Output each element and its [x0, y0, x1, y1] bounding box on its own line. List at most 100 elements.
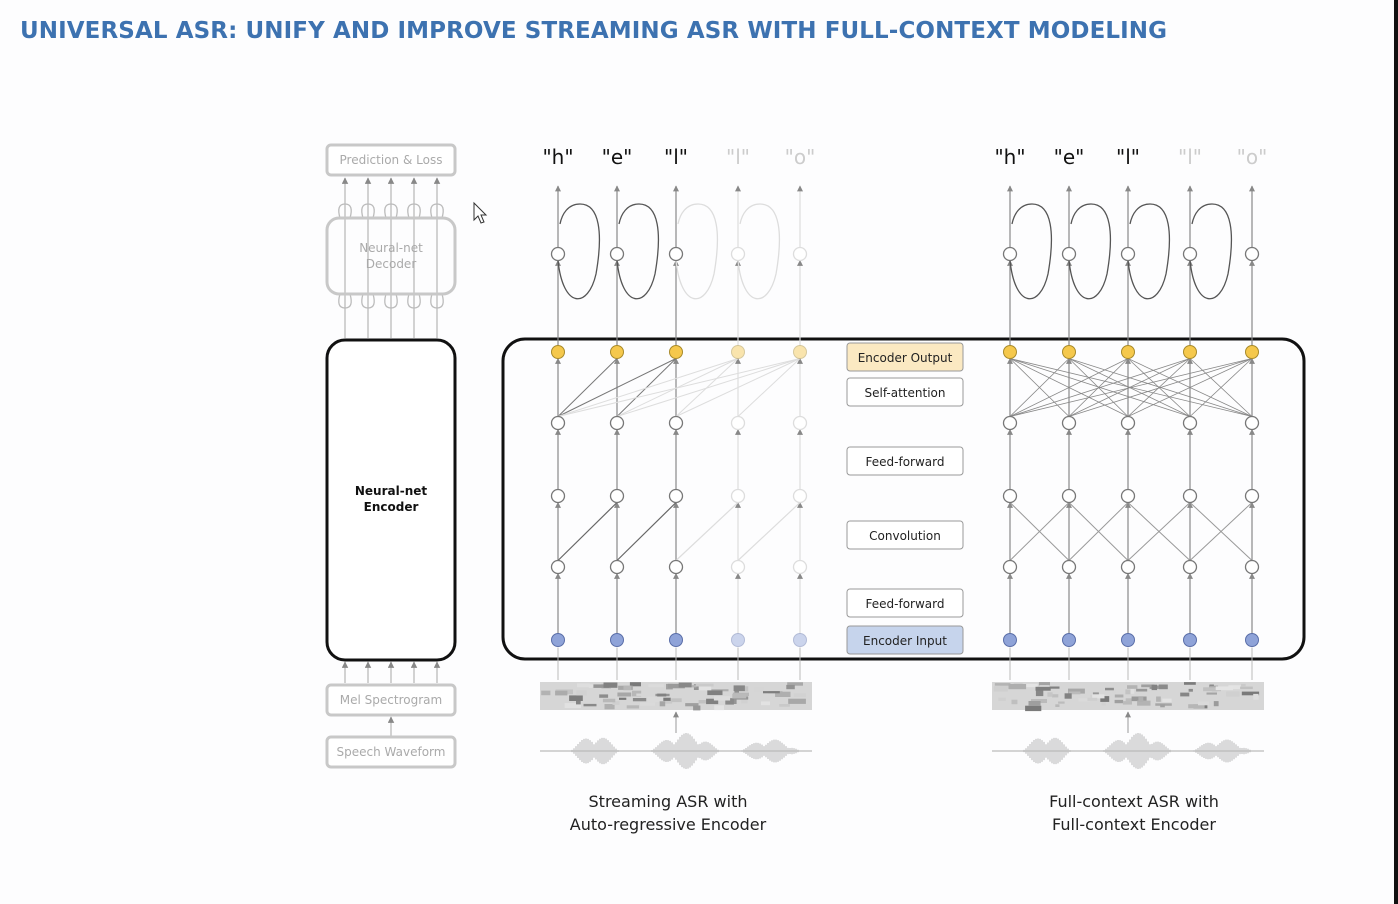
hidden-node — [609, 488, 625, 504]
encoder-frame — [501, 337, 1306, 661]
spectrogram-band — [741, 697, 748, 704]
attention-edge — [1009, 358, 1129, 417]
decoder-box — [325, 216, 457, 296]
hidden-node — [668, 559, 684, 575]
encoder-input-box — [846, 625, 964, 655]
attention-edge — [1127, 358, 1253, 417]
spectrogram-band — [648, 684, 664, 688]
spectrogram-band — [617, 692, 632, 697]
spectrogram-band — [632, 698, 647, 702]
output-token: "h" — [994, 145, 1025, 169]
hidden-node — [1002, 488, 1018, 504]
spectrogram-band — [706, 698, 719, 705]
encoder-input-node — [793, 633, 807, 647]
hidden-node — [1182, 415, 1198, 431]
encoder-input-label: Encoder Input — [863, 634, 947, 648]
spectrogram-band — [623, 685, 632, 691]
hidden-node — [1182, 246, 1198, 262]
hidden-node — [1244, 488, 1260, 504]
spectrogram-band — [604, 704, 615, 710]
spectrogram-band — [1213, 701, 1219, 707]
spectrogram-band — [612, 701, 620, 705]
spectrogram-band — [1206, 692, 1217, 695]
decoder-loop — [430, 203, 444, 219]
feed-forward-top-box — [846, 446, 964, 476]
prediction-loss-box — [325, 143, 457, 177]
slide-title: UNIVERSAL ASR: UNIFY AND IMPROVE STREAMI… — [20, 18, 1168, 44]
attention-edge — [557, 358, 739, 417]
attention-edge — [1009, 358, 1191, 417]
encoder-label-line1: Neural-net — [355, 484, 428, 498]
decoder-loop — [338, 293, 352, 309]
spectrogram-band — [1127, 688, 1135, 694]
hidden-node — [550, 415, 566, 431]
encoder-input-node — [610, 633, 624, 647]
prediction-loss-label: Prediction & Loss — [340, 153, 443, 167]
spectrogram-band — [583, 703, 597, 707]
mel-box — [325, 683, 457, 717]
hidden-node — [550, 246, 566, 262]
fullcontext-caption-line1: Full-context ASR with — [1049, 792, 1219, 811]
encoder-output-node — [731, 345, 745, 359]
spectrogram-band — [1035, 690, 1044, 697]
spectrogram-band — [1156, 696, 1161, 702]
hidden-node — [1002, 415, 1018, 431]
spectrogram-band — [1022, 683, 1038, 688]
spectrogram-band — [1068, 691, 1081, 695]
attention-edge — [557, 358, 801, 417]
hidden-node — [668, 488, 684, 504]
spectrogram-band — [695, 683, 714, 687]
self-attention-box — [846, 377, 964, 407]
spectrogram-band — [1228, 685, 1241, 690]
spectrogram-band — [626, 705, 640, 709]
hidden-node — [1002, 246, 1018, 262]
spectrogram-band — [998, 697, 1006, 702]
spectrogram-band — [1198, 701, 1210, 706]
hidden-node — [1002, 559, 1018, 575]
spectrogram-band — [691, 685, 697, 688]
spectrogram-band — [1011, 699, 1018, 705]
spectrogram-band — [1127, 685, 1138, 689]
spectrogram-band — [787, 682, 803, 686]
spectrogram-band — [1087, 697, 1098, 701]
hidden-node — [792, 415, 808, 431]
spectrogram-band — [1028, 701, 1041, 706]
spectrogram-band — [640, 702, 656, 706]
attention-edge — [1009, 358, 1070, 417]
spectrogram-band — [1064, 693, 1072, 699]
encoder-input-node — [731, 633, 745, 647]
spectrogram-band — [1151, 684, 1158, 691]
spectrogram-band — [1092, 694, 1105, 699]
hidden-node — [1120, 488, 1136, 504]
hidden-node — [609, 246, 625, 262]
hidden-node — [730, 488, 746, 504]
output-token: "l" — [1116, 145, 1140, 169]
convolution-label: Convolution — [869, 529, 941, 543]
spectrogram-band — [685, 703, 699, 707]
spectrogram-band — [1114, 699, 1124, 704]
spectrogram-band — [603, 682, 618, 688]
spectrogram-band — [577, 683, 590, 688]
spectrogram-band — [1188, 688, 1193, 692]
spectrogram-band — [711, 689, 729, 692]
encoder-output-node — [610, 345, 624, 359]
spectrogram-band — [1138, 697, 1144, 702]
spectrogram-band — [599, 694, 609, 698]
decoder-loop-edge — [557, 203, 601, 300]
attention-edge — [1068, 358, 1129, 417]
spectrogram-band — [592, 684, 610, 688]
encoder-input-node — [669, 633, 683, 647]
conv-edge — [675, 502, 739, 561]
spectrogram-band — [1105, 687, 1114, 691]
spectrogram-band — [647, 696, 664, 703]
decoder-loop — [361, 293, 375, 309]
spectrogram-band — [659, 701, 666, 707]
encoder-input-node — [1245, 633, 1259, 647]
spectrogram-band — [1008, 684, 1027, 690]
spectrogram-band — [1078, 698, 1090, 702]
spectrogram-band — [994, 683, 1011, 686]
encoder-output-box — [846, 342, 964, 372]
output-token: "l" — [1178, 145, 1202, 169]
hidden-node — [792, 488, 808, 504]
